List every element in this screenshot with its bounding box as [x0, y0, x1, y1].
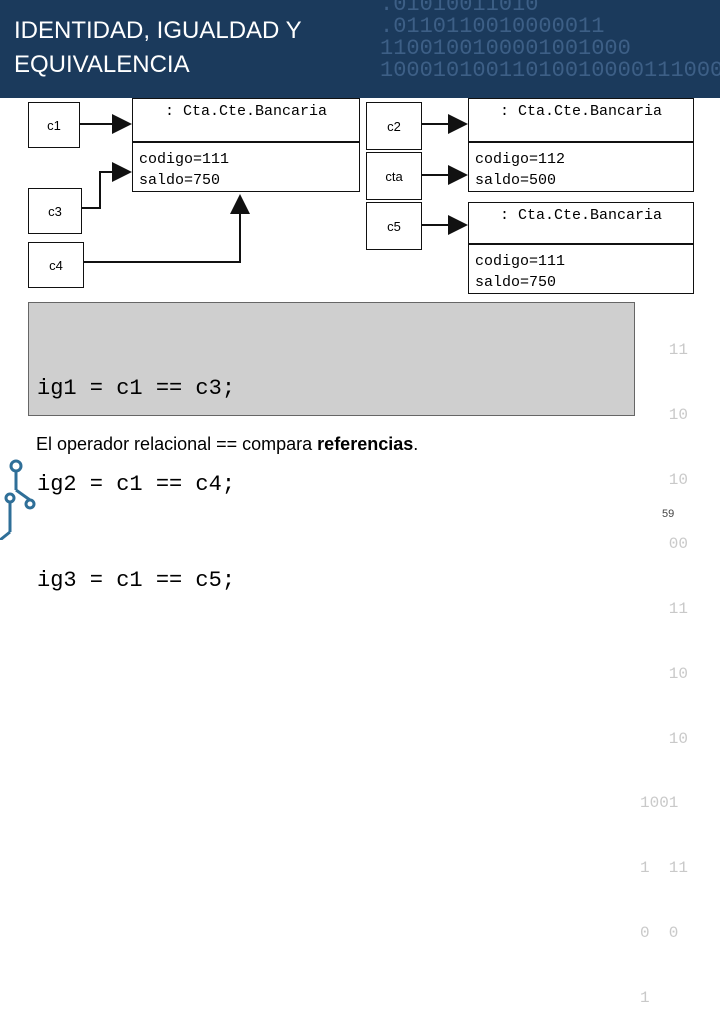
ref-label: c4: [49, 257, 63, 273]
ref-c2: c2: [366, 102, 422, 150]
code-line-2: ig2 = c1 == c4;: [37, 472, 236, 497]
object-3-class: : Cta.Cte.Bancaria: [468, 202, 694, 244]
object-class-label: : Cta.Cte.Bancaria: [164, 103, 328, 120]
slide-title-line-2: EQUIVALENCIA: [14, 51, 190, 78]
ref-cta: cta: [366, 152, 422, 200]
explanation-note: El operador relacional == compara refere…: [36, 434, 418, 455]
object-class-label: : Cta.Cte.Bancaria: [499, 103, 663, 120]
binary-line: 10: [640, 405, 689, 424]
binary-line: 1: [640, 988, 650, 1007]
arrow-c3: [81, 162, 132, 209]
ref-c1: c1: [28, 102, 80, 148]
object-1-fields: codigo=111 saldo=750: [132, 142, 360, 192]
code-line-3: ig3 = c1 == c5;: [37, 568, 236, 593]
binary-line: 1001: [640, 794, 679, 813]
ref-c5: c5: [366, 202, 422, 250]
ref-label: c1: [47, 117, 61, 133]
object-3-fields: codigo=111 saldo=750: [468, 244, 694, 294]
ref-label: c2: [387, 118, 401, 134]
binary-line: 0 0: [640, 924, 679, 942]
object-2-class: : Cta.Cte.Bancaria: [468, 98, 694, 142]
binary-line: 10: [640, 664, 689, 683]
binary-line: 10: [640, 729, 689, 748]
note-emphasis: referencias: [317, 434, 414, 454]
binary-line: 11: [640, 340, 689, 359]
object-field: saldo=750: [139, 172, 221, 189]
binary-line: .0110110010000011: [380, 14, 605, 39]
ref-c4: c4: [28, 242, 84, 288]
object-2-fields: codigo=112 saldo=500: [468, 142, 694, 192]
note-text: El operador relacional == compara: [36, 434, 318, 454]
binary-line: .01010011010: [380, 0, 539, 17]
object-field: saldo=750: [475, 274, 557, 291]
ref-label: c3: [48, 203, 62, 219]
reference-arrows: [78, 114, 468, 263]
ref-c3: c3: [28, 188, 82, 234]
binary-line: 1100100100001001000: [380, 36, 631, 61]
binary-line: 11: [640, 600, 689, 619]
object-field: saldo=500: [475, 172, 557, 189]
code-block: ig1 = c1 == c3; ig2 = c1 == c4; ig3 = c1…: [28, 302, 635, 593]
binary-line: 10: [640, 470, 689, 489]
note-suffix: .: [413, 434, 419, 454]
binary-line: 1000101001101001000011100001: [380, 58, 720, 83]
object-class-label: : Cta.Cte.Bancaria: [499, 207, 663, 224]
arrow-c4: [82, 194, 250, 263]
slide-title-line-1: IDENTIDAD, IGUALDAD Y: [14, 17, 302, 44]
page-number: 59: [662, 508, 675, 520]
ref-label: c5: [387, 218, 401, 234]
slide-title: IDENTIDAD, IGUALDAD Y EQUIVALENCIA: [14, 14, 374, 82]
object-field: codigo=111: [139, 151, 230, 168]
circuit-icon: [0, 459, 36, 540]
ref-label: cta: [385, 168, 403, 184]
code-line-1: ig1 = c1 == c3;: [37, 376, 236, 401]
object-field: codigo=111: [475, 253, 566, 270]
binary-line: 1 11: [640, 859, 689, 878]
object-field: codigo=112: [475, 151, 566, 168]
object-1-class: : Cta.Cte.Bancaria: [132, 98, 360, 142]
